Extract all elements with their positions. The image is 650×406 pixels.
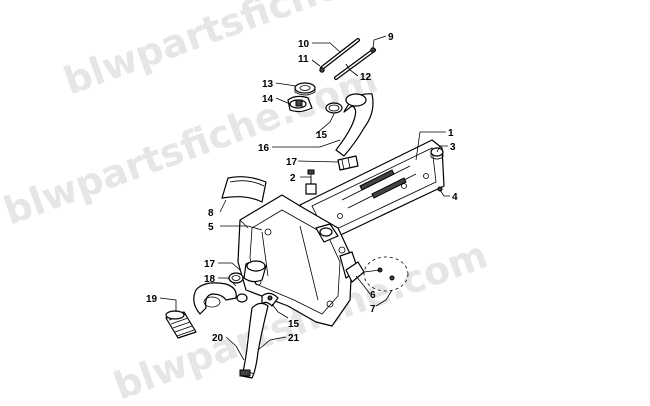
filler-neck-part [287, 95, 313, 113]
callout-17b: 17 [204, 259, 216, 270]
rod-part-12 [334, 48, 376, 80]
callout-8: 8 [208, 208, 214, 219]
callouts: 1 2 3 4 5 6 7 8 9 10 11 12 13 14 15 15 1… [146, 32, 458, 344]
heat-shield-pad-part [221, 176, 267, 203]
callout-7: 7 [370, 304, 376, 315]
callout-18: 18 [204, 274, 216, 285]
callout-14: 14 [262, 94, 274, 105]
cap-part-11 [319, 67, 325, 73]
outlet-fitting-part [243, 260, 267, 283]
callout-21: 21 [288, 333, 300, 344]
watermark-text-top: blwpartsfiche.com [58, 0, 443, 103]
screw-part-4 [437, 186, 443, 192]
watermark: blwpartsfiche.com blwpartsfiche.com blwp… [0, 0, 493, 406]
corrugated-hose-part [165, 310, 197, 339]
upper-hose-part [335, 93, 374, 157]
heat-exchanger-part [299, 139, 445, 241]
callout-5: 5 [208, 222, 214, 233]
elbow-hose-part [193, 282, 237, 315]
callout-15b: 15 [288, 319, 300, 330]
cap-part-9 [370, 47, 376, 53]
hose-clamp-18-part [236, 293, 248, 303]
callout-10: 10 [298, 39, 310, 50]
callout-1: 1 [448, 128, 454, 139]
lower-hose-part [239, 302, 269, 379]
rod-part-10 [320, 38, 360, 70]
callout-16: 16 [258, 143, 270, 154]
callout-4: 4 [452, 192, 458, 203]
callout-3: 3 [450, 142, 456, 153]
callout-17a: 17 [286, 157, 298, 168]
cap-part [430, 147, 444, 160]
callout-20: 20 [212, 333, 224, 344]
callout-6: 6 [370, 290, 376, 301]
callout-19: 19 [146, 294, 158, 305]
hose-clamp-upper-part [325, 102, 343, 114]
callout-15a: 15 [316, 130, 328, 141]
thermostat-housing-part [345, 256, 409, 292]
clamp-lower-part [228, 272, 244, 284]
leader-lines [159, 35, 450, 361]
callout-12: 12 [360, 72, 372, 83]
callout-13: 13 [262, 79, 274, 90]
clamp-upper-part [337, 155, 359, 171]
hose-clamp-lower-part [261, 292, 279, 307]
filler-cap-part [294, 82, 316, 96]
callout-9: 9 [388, 32, 394, 43]
callout-11: 11 [298, 54, 309, 65]
callout-2: 2 [290, 173, 296, 184]
fitting-part-2 [305, 169, 317, 195]
